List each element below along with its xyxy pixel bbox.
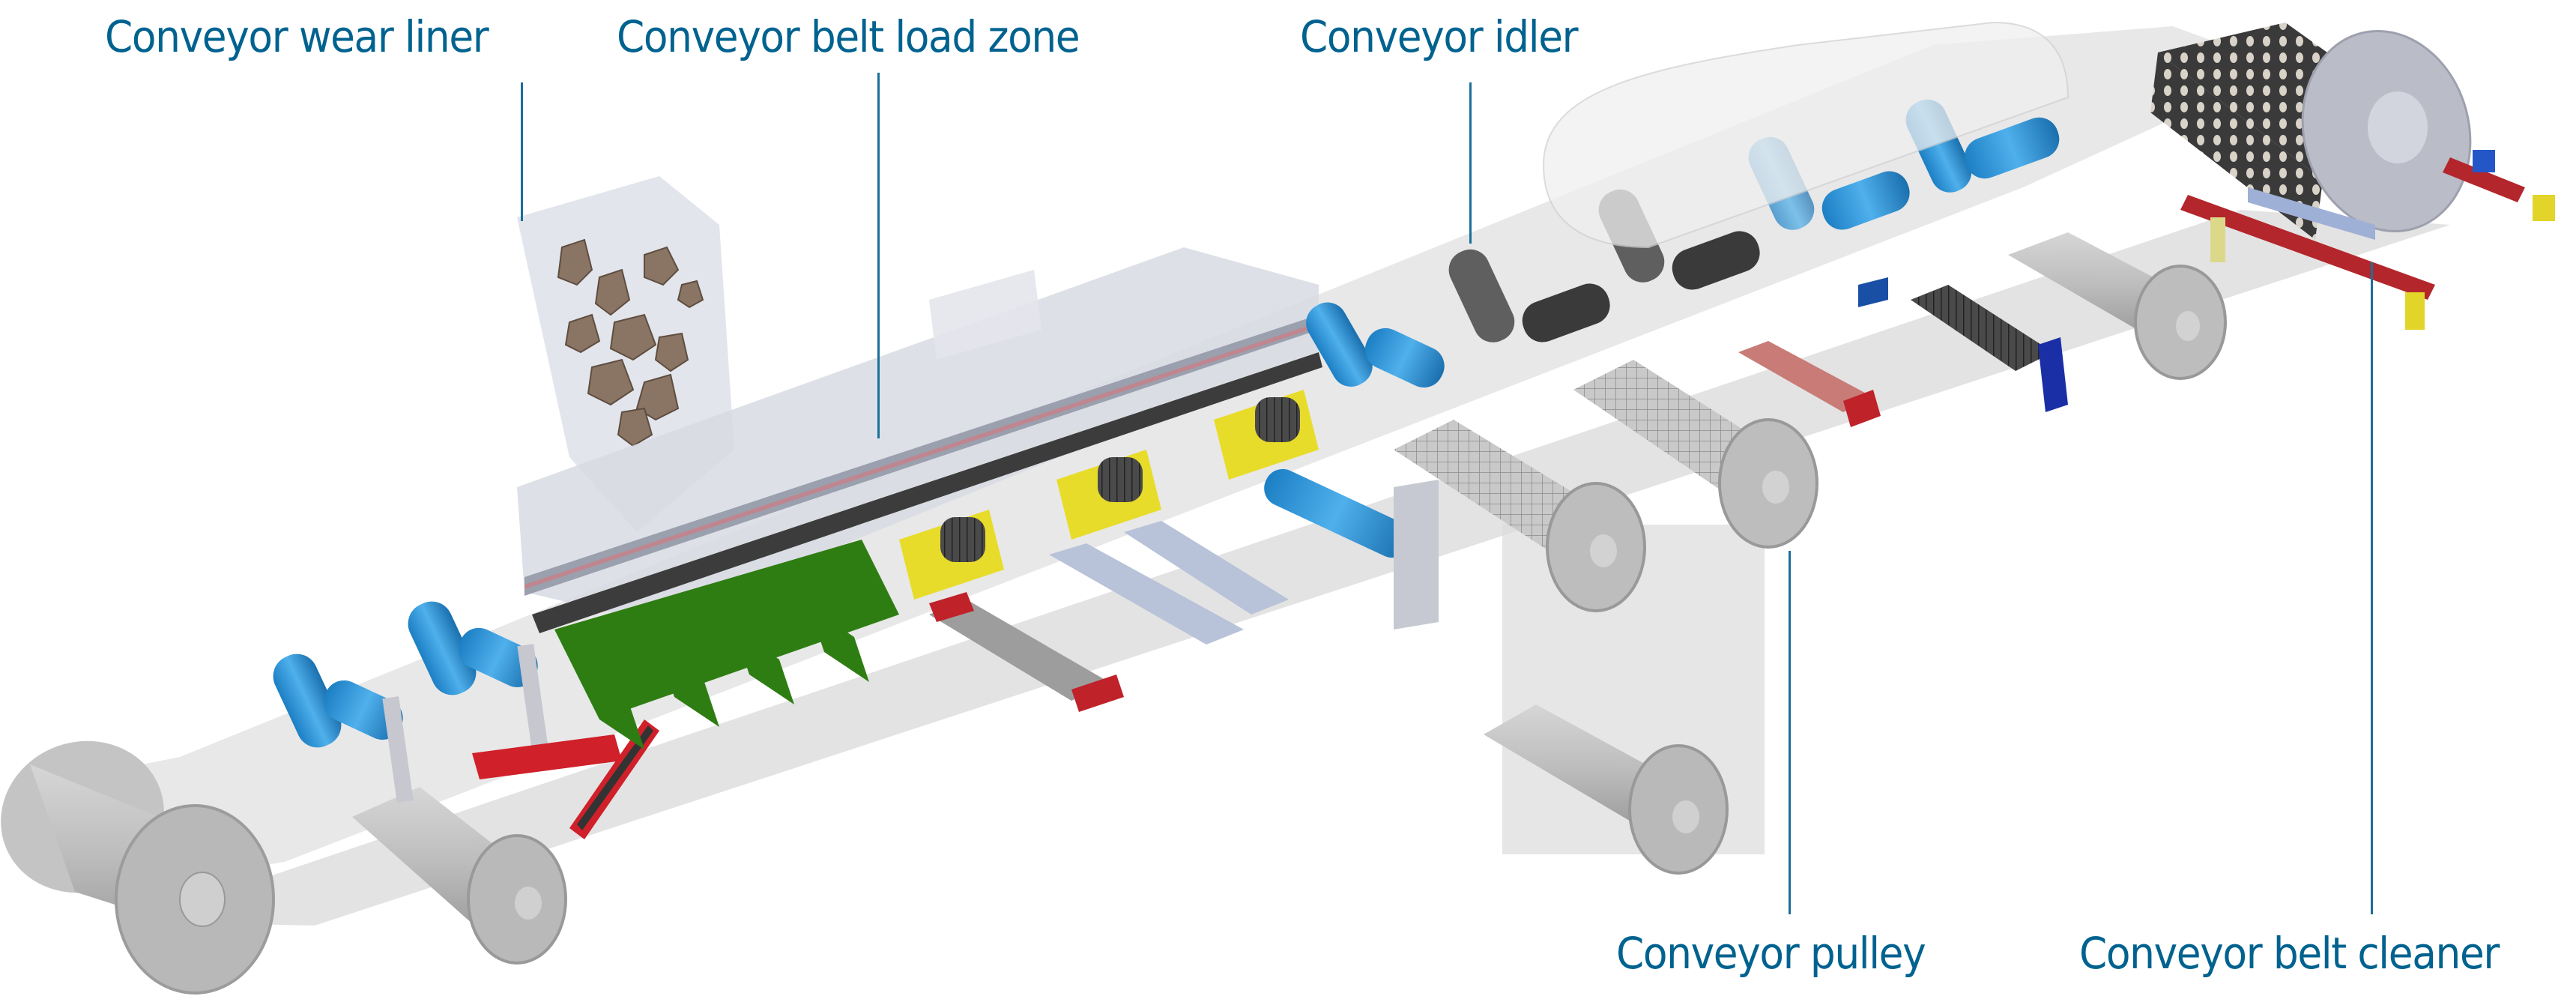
drive-pulley [2008,232,2227,380]
brush-cleaner [1858,277,2068,412]
leader-line-idler [1469,82,1472,244]
idler-set-1 [273,654,414,803]
secondary-cleaner [2443,150,2555,221]
transition-idlers [1264,302,1445,630]
idler-set-2 [408,601,548,750]
spiral-return-roll [1738,341,1881,427]
leader-line-pulley [1789,551,1791,914]
v-plow-cleaner [472,719,659,839]
load-zone-skirtboard [517,247,1322,633]
label-idler: Conveyor idler [1300,11,1579,62]
label-load-zone: Conveyor belt load zone [617,11,1080,62]
leader-line-load-zone [877,73,880,438]
label-wear-liner: Conveyor wear liner [105,11,489,62]
return-rolls [929,521,1289,712]
head-pulley [2150,22,2472,240]
leader-line-belt-cleaner [2371,262,2373,914]
leader-line-wear-liner [521,82,523,221]
impact-bed [554,540,899,749]
label-pulley: Conveyor pulley [1616,928,1926,979]
bend-pulley-2 [1573,360,1818,549]
take-up-pulley [1484,704,1729,875]
bend-pulley-1 [1394,420,1646,612]
return-belt [135,210,2450,926]
label-belt-cleaner: Conveyor belt cleaner [2079,928,2500,979]
tail-pulley [1,740,275,995]
impact-idlers [899,390,1319,600]
belt-cover [1542,21,2069,249]
snub-pulley [352,787,567,965]
rocks [557,238,704,447]
